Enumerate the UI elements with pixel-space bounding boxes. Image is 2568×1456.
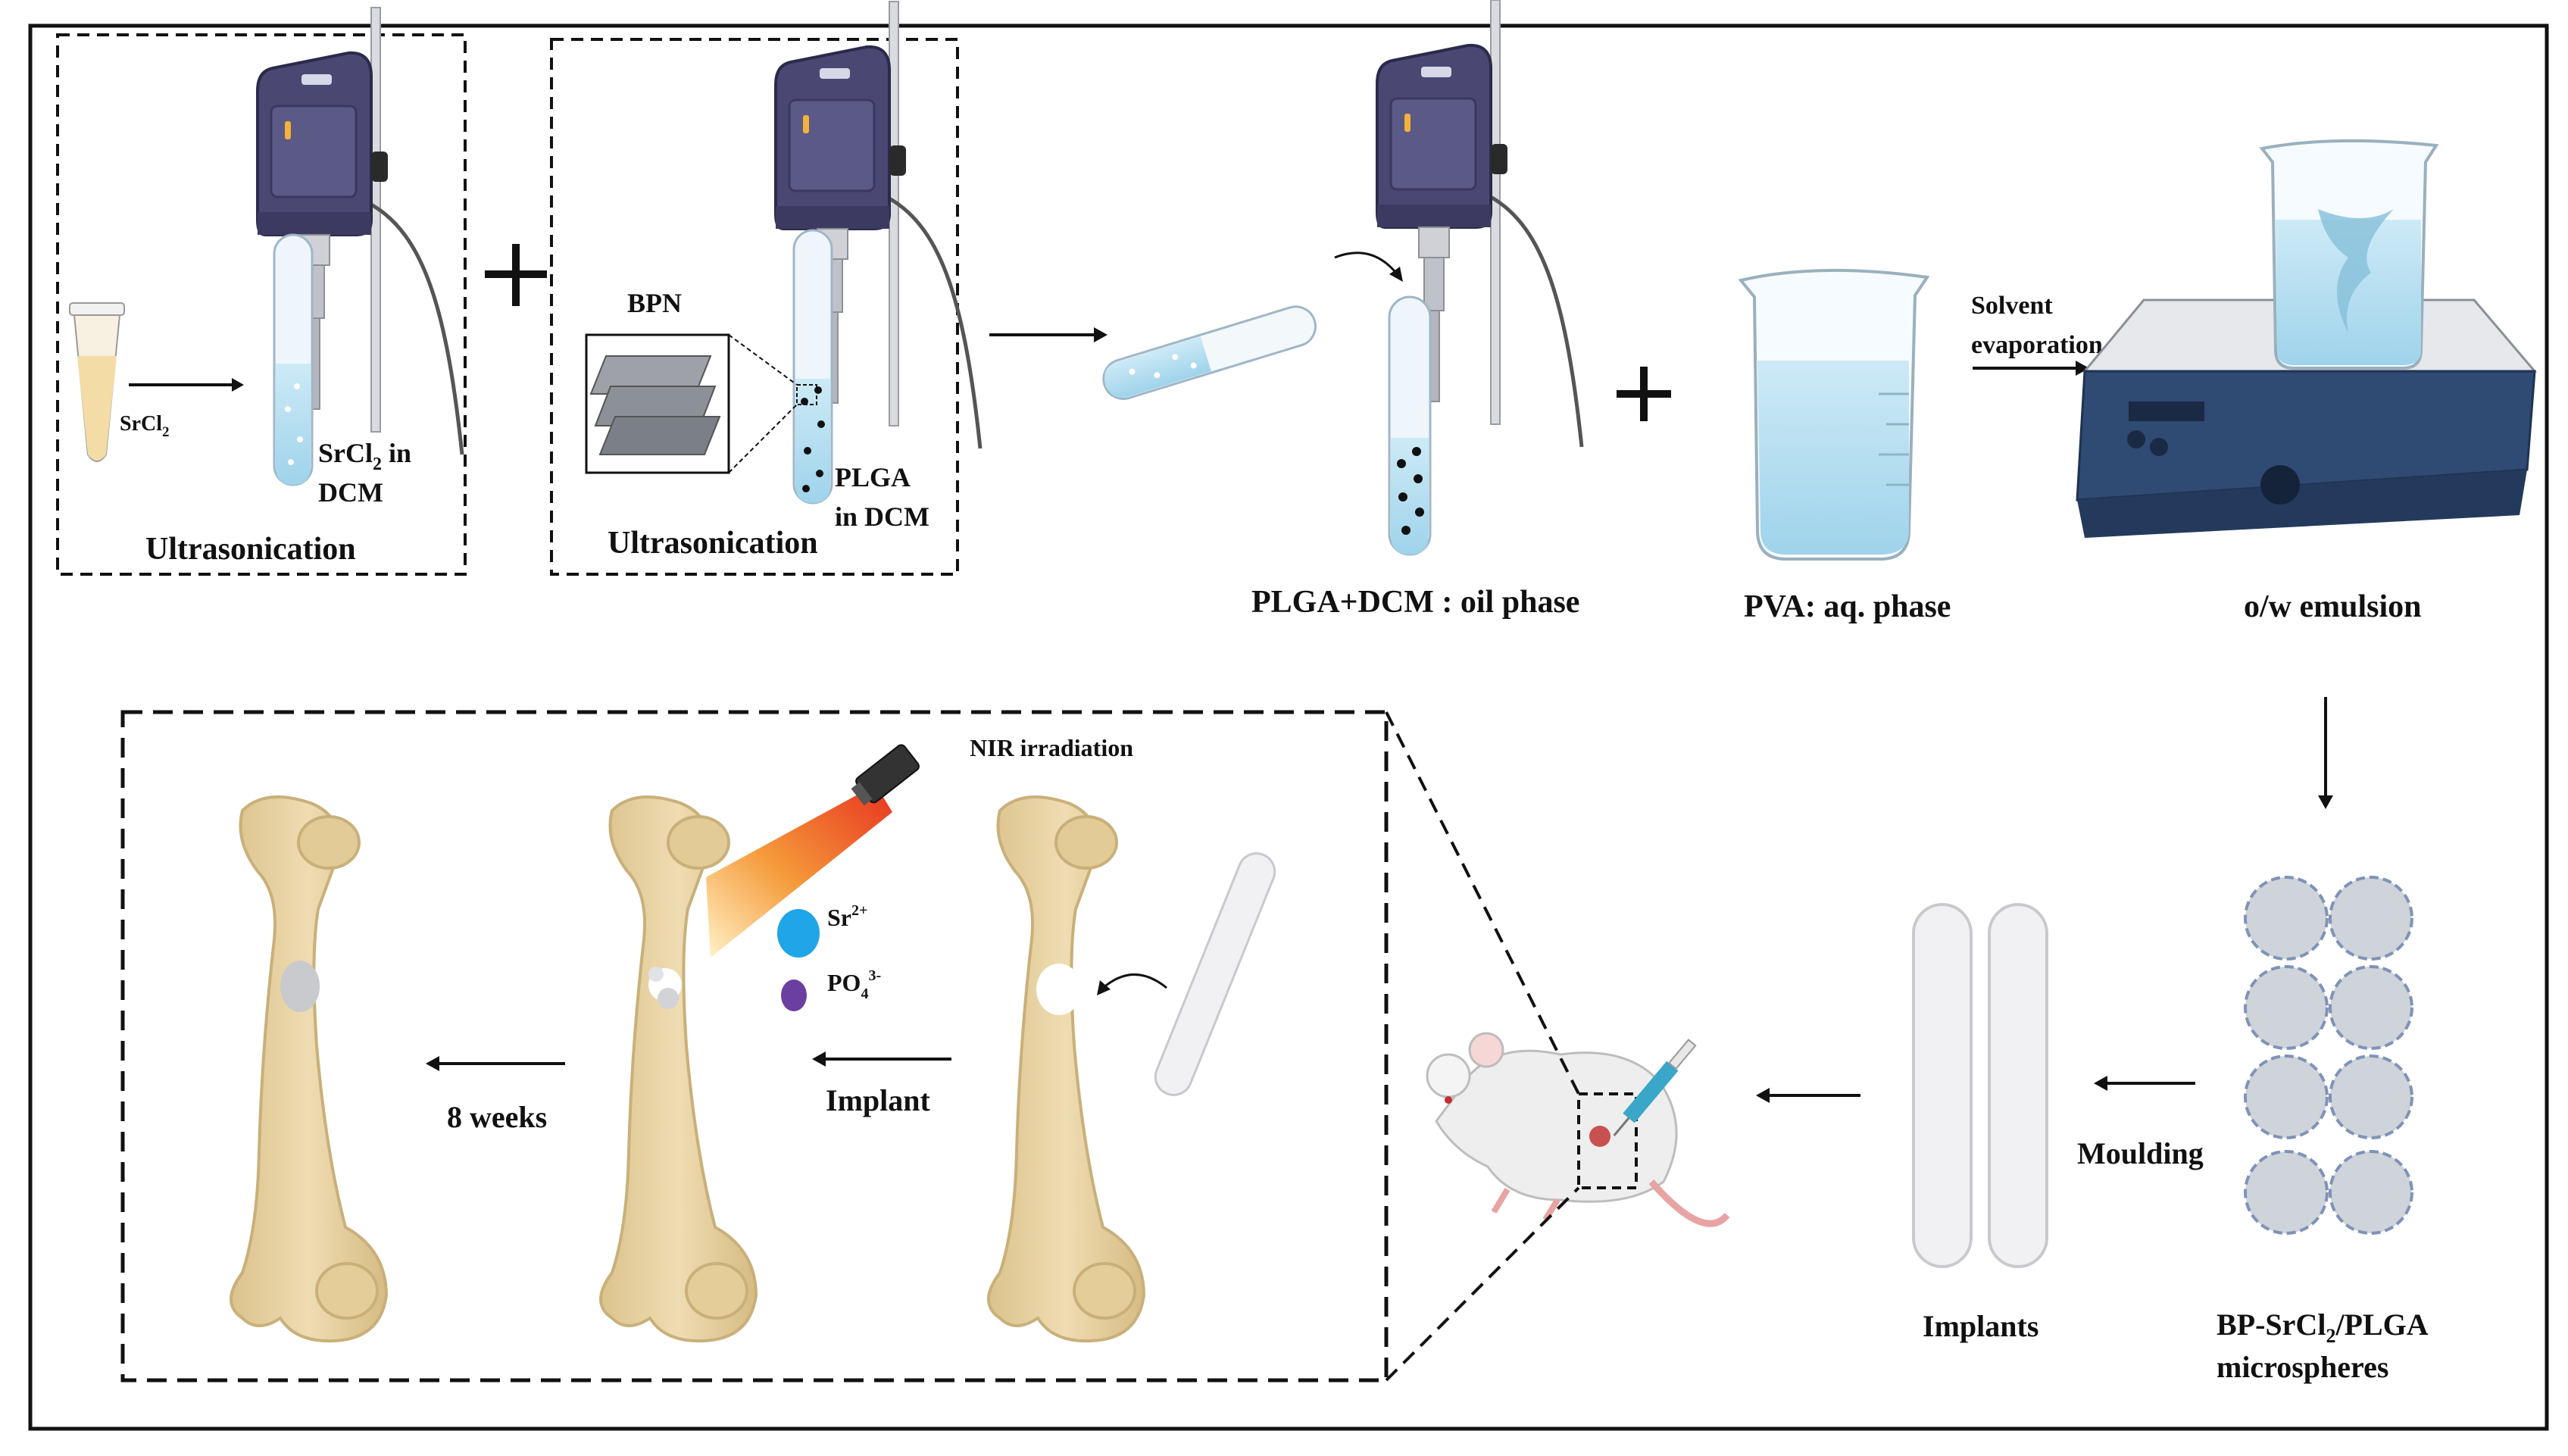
solvent-label: Solvent (1971, 292, 2053, 320)
femur-head-1 (297, 815, 361, 870)
sr-ion-label: Sr2+ (827, 902, 867, 931)
femur-bone-2 (599, 795, 758, 1343)
srcl2-in-dcm-label: SrCl2 in (318, 438, 411, 474)
step1-sonicator (258, 8, 462, 486)
step2-sonicator (776, 2, 980, 505)
empty-defect (1036, 964, 1082, 1015)
mouse-with-syringe (1426, 1032, 1730, 1227)
outer-frame (28, 23, 2549, 1431)
healed-defect (280, 961, 320, 1012)
femur-bone-3 (987, 795, 1146, 1343)
oil-phase-sonicator (1377, 0, 1582, 556)
plus-sign-2 (1617, 367, 1671, 421)
femur-head-3 (1054, 815, 1118, 870)
insertion-arrow (1100, 973, 1167, 991)
bones-group (230, 795, 1146, 1343)
nir-label: NIR irradiation (970, 734, 1133, 761)
nir-laser-icon (851, 744, 920, 806)
bone-panel-frame (120, 710, 1389, 1383)
implants-caption: Implants (1923, 1309, 2038, 1343)
microsphere-8 (2329, 1150, 2413, 1235)
plus-sign-1 (485, 244, 547, 306)
femur-condyle-2 (685, 1262, 748, 1320)
sr-ion-dot (777, 909, 820, 958)
defect-with-implant (648, 967, 682, 1009)
eppendorf-tube-srcl2 (69, 302, 125, 462)
nir-beam (706, 785, 892, 958)
microsphere-3 (2244, 965, 2329, 1050)
microsphere-4 (2329, 965, 2413, 1050)
bpn-inset (585, 333, 798, 474)
pva-beaker (1738, 268, 1930, 561)
zoom-line-bottom (1385, 1186, 1580, 1382)
microsphere-7 (2244, 1150, 2329, 1235)
microspheres-label-line1: BP-SrCl2/PLGA (2217, 1308, 2429, 1347)
aq-phase-caption: PVA: aq. phase (1744, 589, 1951, 624)
oil-phase-caption: PLGA+DCM : oil phase (1251, 585, 1579, 620)
step1-dashed-box (56, 33, 467, 576)
bpn-label: BPN (627, 288, 682, 318)
implant-rods (1912, 903, 2048, 1268)
plga-label: PLGA (835, 462, 911, 492)
emulsion-caption: o/w emulsion (2244, 589, 2422, 624)
weeks-label: 8 weeks (447, 1100, 547, 1134)
femur-head-2 (667, 815, 730, 870)
dcm-label: DCM (318, 477, 383, 508)
femur-condyle-3 (1073, 1262, 1136, 1320)
microsphere-5 (2244, 1055, 2329, 1139)
srcl2-label: SrCl2 (120, 412, 170, 440)
evaporation-label: evaporation (1971, 331, 2103, 359)
step2-caption: Ultrasonication (608, 526, 818, 561)
implant-label: Implant (826, 1083, 930, 1117)
po4-ion-label: PO43- (827, 967, 881, 1002)
microsphere-6 (2329, 1055, 2413, 1139)
magnetic-stirrer (2076, 139, 2538, 538)
microsphere-1 (2244, 876, 2329, 961)
moulding-label: Moulding (2077, 1136, 2204, 1170)
pouring-tube (1102, 252, 1403, 400)
femur-condyle-1 (315, 1262, 379, 1320)
step1-caption: Ultrasonication (145, 532, 356, 567)
inserting-implant (1154, 852, 1276, 1096)
microspheres-label-line2: microspheres (2217, 1350, 2388, 1384)
femur-bone-1 (230, 795, 389, 1343)
po4-ion-dot (781, 980, 807, 1011)
microsphere-2 (2329, 876, 2413, 961)
microspheres-cluster (2244, 876, 2413, 1235)
in-dcm-label: in DCM (835, 501, 929, 532)
